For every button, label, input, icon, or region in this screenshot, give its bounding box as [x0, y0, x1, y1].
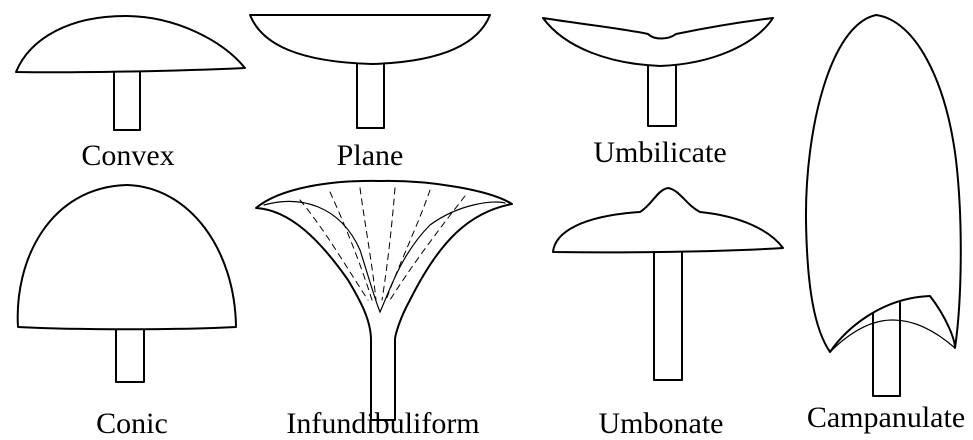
conic-stem: [116, 322, 144, 382]
convex-cap: [16, 16, 245, 72]
campanulate-label: Campanulate: [807, 401, 965, 434]
infundibuliform-body: [256, 181, 512, 420]
umbilicate-cap: [543, 18, 773, 66]
infundibuliform-label: Infundibuliform: [286, 407, 479, 440]
convex-label: Convex: [81, 139, 174, 172]
umbonate-mushroom: Umbonate: [553, 188, 783, 440]
conic-mushroom: Conic: [18, 185, 236, 440]
infundibuliform-mushroom: Infundibuliform: [256, 181, 512, 440]
umbilicate-stem: [648, 64, 676, 126]
plane-stem: [357, 62, 384, 128]
umbonate-label: Umbonate: [599, 407, 724, 440]
conic-label: Conic: [96, 407, 168, 440]
campanulate-mushroom: Campanulate: [806, 15, 965, 434]
convex-mushroom: Convex: [16, 16, 245, 172]
umbilicate-label: Umbilicate: [593, 136, 726, 169]
campanulate-cap: [806, 15, 961, 352]
conic-cap: [18, 185, 236, 329]
convex-stem: [114, 68, 140, 130]
plane-mushroom: Plane: [250, 15, 490, 172]
plane-cap: [250, 15, 490, 64]
plane-label: Plane: [337, 139, 404, 172]
umbilicate-mushroom: Umbilicate: [543, 18, 773, 169]
umbonate-cap: [553, 188, 783, 252]
umbonate-stem: [654, 246, 682, 380]
